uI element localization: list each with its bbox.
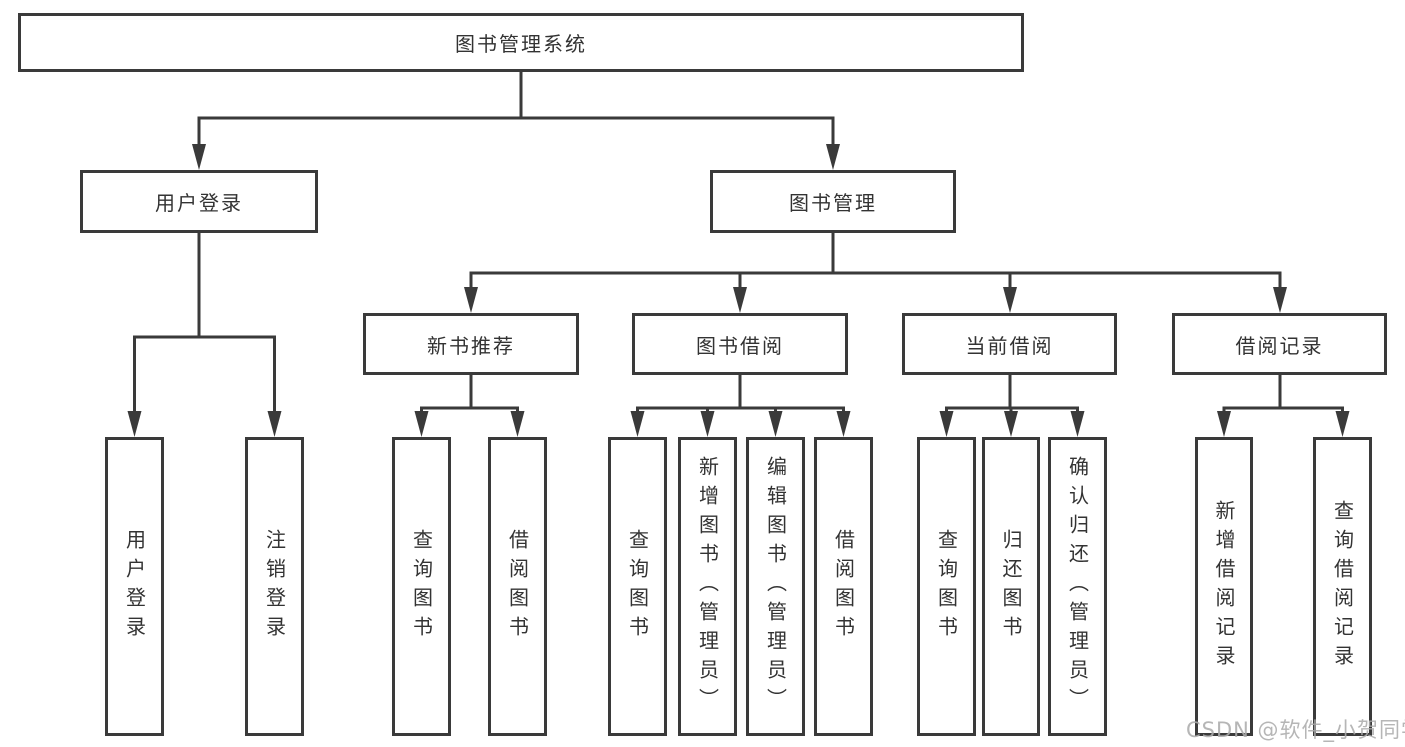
arrowhead-down-icon bbox=[127, 411, 142, 437]
arrowhead-down-icon bbox=[192, 144, 206, 170]
node-label: 注销登录 bbox=[262, 528, 287, 645]
arrowheads-level2 bbox=[192, 144, 840, 170]
leaf-user-login: 用户登录 bbox=[105, 437, 164, 736]
node-user-login: 用户登录 bbox=[80, 170, 318, 233]
arrowhead-down-icon bbox=[267, 411, 282, 437]
connector-root-to-level2 bbox=[197, 70, 835, 150]
arrowhead-down-icon bbox=[1003, 287, 1017, 313]
leaf-query-borrow-record: 查询借阅记录 bbox=[1313, 437, 1372, 736]
connector-book-borrow-to-leaves bbox=[636, 375, 845, 416]
arrowhead-down-icon bbox=[768, 411, 783, 437]
node-label: 确认归还（管理员） bbox=[1065, 456, 1090, 717]
arrowhead-down-icon bbox=[826, 144, 840, 170]
leaf-borrow-books-recommend: 借阅图书 bbox=[488, 437, 547, 736]
arrowhead-down-icon bbox=[733, 287, 747, 313]
arrowhead-down-icon bbox=[510, 411, 525, 437]
node-label: 用户登录 bbox=[122, 528, 147, 645]
leaf-edit-book-admin: 编辑图书（管理员） bbox=[746, 437, 805, 736]
node-book-borrow: 图书借阅 bbox=[632, 313, 848, 375]
connector-line bbox=[1222, 375, 1344, 416]
arrowhead-down-icon bbox=[1273, 287, 1287, 313]
leaf-logout: 注销登录 bbox=[245, 437, 304, 736]
connector-borrow-record-to-leaves bbox=[1222, 375, 1344, 416]
arrowheads-current-borrow bbox=[939, 411, 1085, 437]
node-label: 图书借阅 bbox=[696, 333, 784, 358]
leaf-add-borrow-record: 新增借阅记录 bbox=[1195, 437, 1253, 736]
arrowheads-user-login bbox=[127, 411, 282, 437]
arrowhead-down-icon bbox=[1004, 411, 1018, 437]
node-new-book-recommend: 新书推荐 bbox=[363, 313, 579, 375]
connector-new-book-recommend-to-leaves bbox=[420, 375, 519, 416]
arrowhead-down-icon bbox=[464, 287, 478, 313]
node-label: 借阅记录 bbox=[1235, 333, 1324, 358]
node-label: 查询借阅记录 bbox=[1330, 499, 1355, 674]
leaf-query-books-recommend: 查询图书 bbox=[392, 437, 451, 736]
arrowheads-new-book-recommend bbox=[414, 411, 525, 437]
node-borrow-record: 借阅记录 bbox=[1172, 313, 1387, 375]
node-current-borrow: 当前借阅 bbox=[902, 313, 1117, 375]
leaf-add-book-admin: 新增图书（管理员） bbox=[678, 437, 737, 736]
node-label: 用户登录 bbox=[155, 191, 243, 215]
arrowheads-book-borrow bbox=[630, 411, 851, 437]
node-label: 借阅图书 bbox=[831, 528, 856, 645]
arrowhead-down-icon bbox=[1335, 411, 1350, 437]
arrowhead-down-icon bbox=[836, 411, 851, 437]
arrowhead-down-icon bbox=[700, 411, 715, 437]
node-label: 查询图书 bbox=[934, 528, 959, 645]
connector-line bbox=[420, 375, 519, 416]
node-label: 图书管理 bbox=[789, 191, 877, 215]
watermark: CSDN @软件_小贺同学 bbox=[1186, 718, 1405, 742]
arrowhead-down-icon bbox=[1070, 411, 1085, 437]
node-label: 新书推荐 bbox=[427, 333, 515, 358]
connector-line bbox=[133, 233, 276, 415]
node-label: 借阅图书 bbox=[505, 528, 530, 645]
node-label: 归还图书 bbox=[999, 528, 1023, 645]
connector-line bbox=[636, 375, 845, 416]
connector-line bbox=[197, 70, 835, 150]
leaf-return-book: 归还图书 bbox=[982, 437, 1040, 736]
node-label: 编辑图书（管理员） bbox=[763, 456, 788, 717]
node-label: 新增图书（管理员） bbox=[695, 456, 720, 717]
node-label: 当前借阅 bbox=[965, 333, 1054, 358]
node-label: 查询图书 bbox=[409, 528, 434, 645]
arrowhead-down-icon bbox=[1217, 411, 1231, 437]
connector-book-management-to-level3 bbox=[469, 233, 1282, 292]
arrowhead-down-icon bbox=[414, 411, 429, 437]
node-label: 图书管理系统 bbox=[455, 32, 587, 56]
connector-user-login-to-leaves bbox=[133, 233, 276, 415]
leaf-query-books-current: 查询图书 bbox=[917, 437, 976, 736]
connector-line bbox=[469, 233, 1282, 292]
leaf-query-books-borrow: 查询图书 bbox=[608, 437, 667, 736]
leaf-confirm-return-admin: 确认归还（管理员） bbox=[1048, 437, 1107, 736]
node-book-management: 图书管理 bbox=[710, 170, 956, 233]
node-label: 查询图书 bbox=[625, 528, 650, 645]
arrowhead-down-icon bbox=[630, 411, 645, 437]
arrowheads-level3 bbox=[464, 287, 1287, 313]
arrowhead-down-icon bbox=[939, 411, 954, 437]
arrowheads-borrow-record bbox=[1217, 411, 1350, 437]
node-label: 新增借阅记录 bbox=[1212, 499, 1236, 674]
leaf-borrow-books: 借阅图书 bbox=[814, 437, 873, 736]
node-library-management-system: 图书管理系统 bbox=[18, 13, 1024, 72]
connector-current-borrow-to-leaves bbox=[945, 375, 1079, 416]
connector-line bbox=[945, 375, 1079, 416]
